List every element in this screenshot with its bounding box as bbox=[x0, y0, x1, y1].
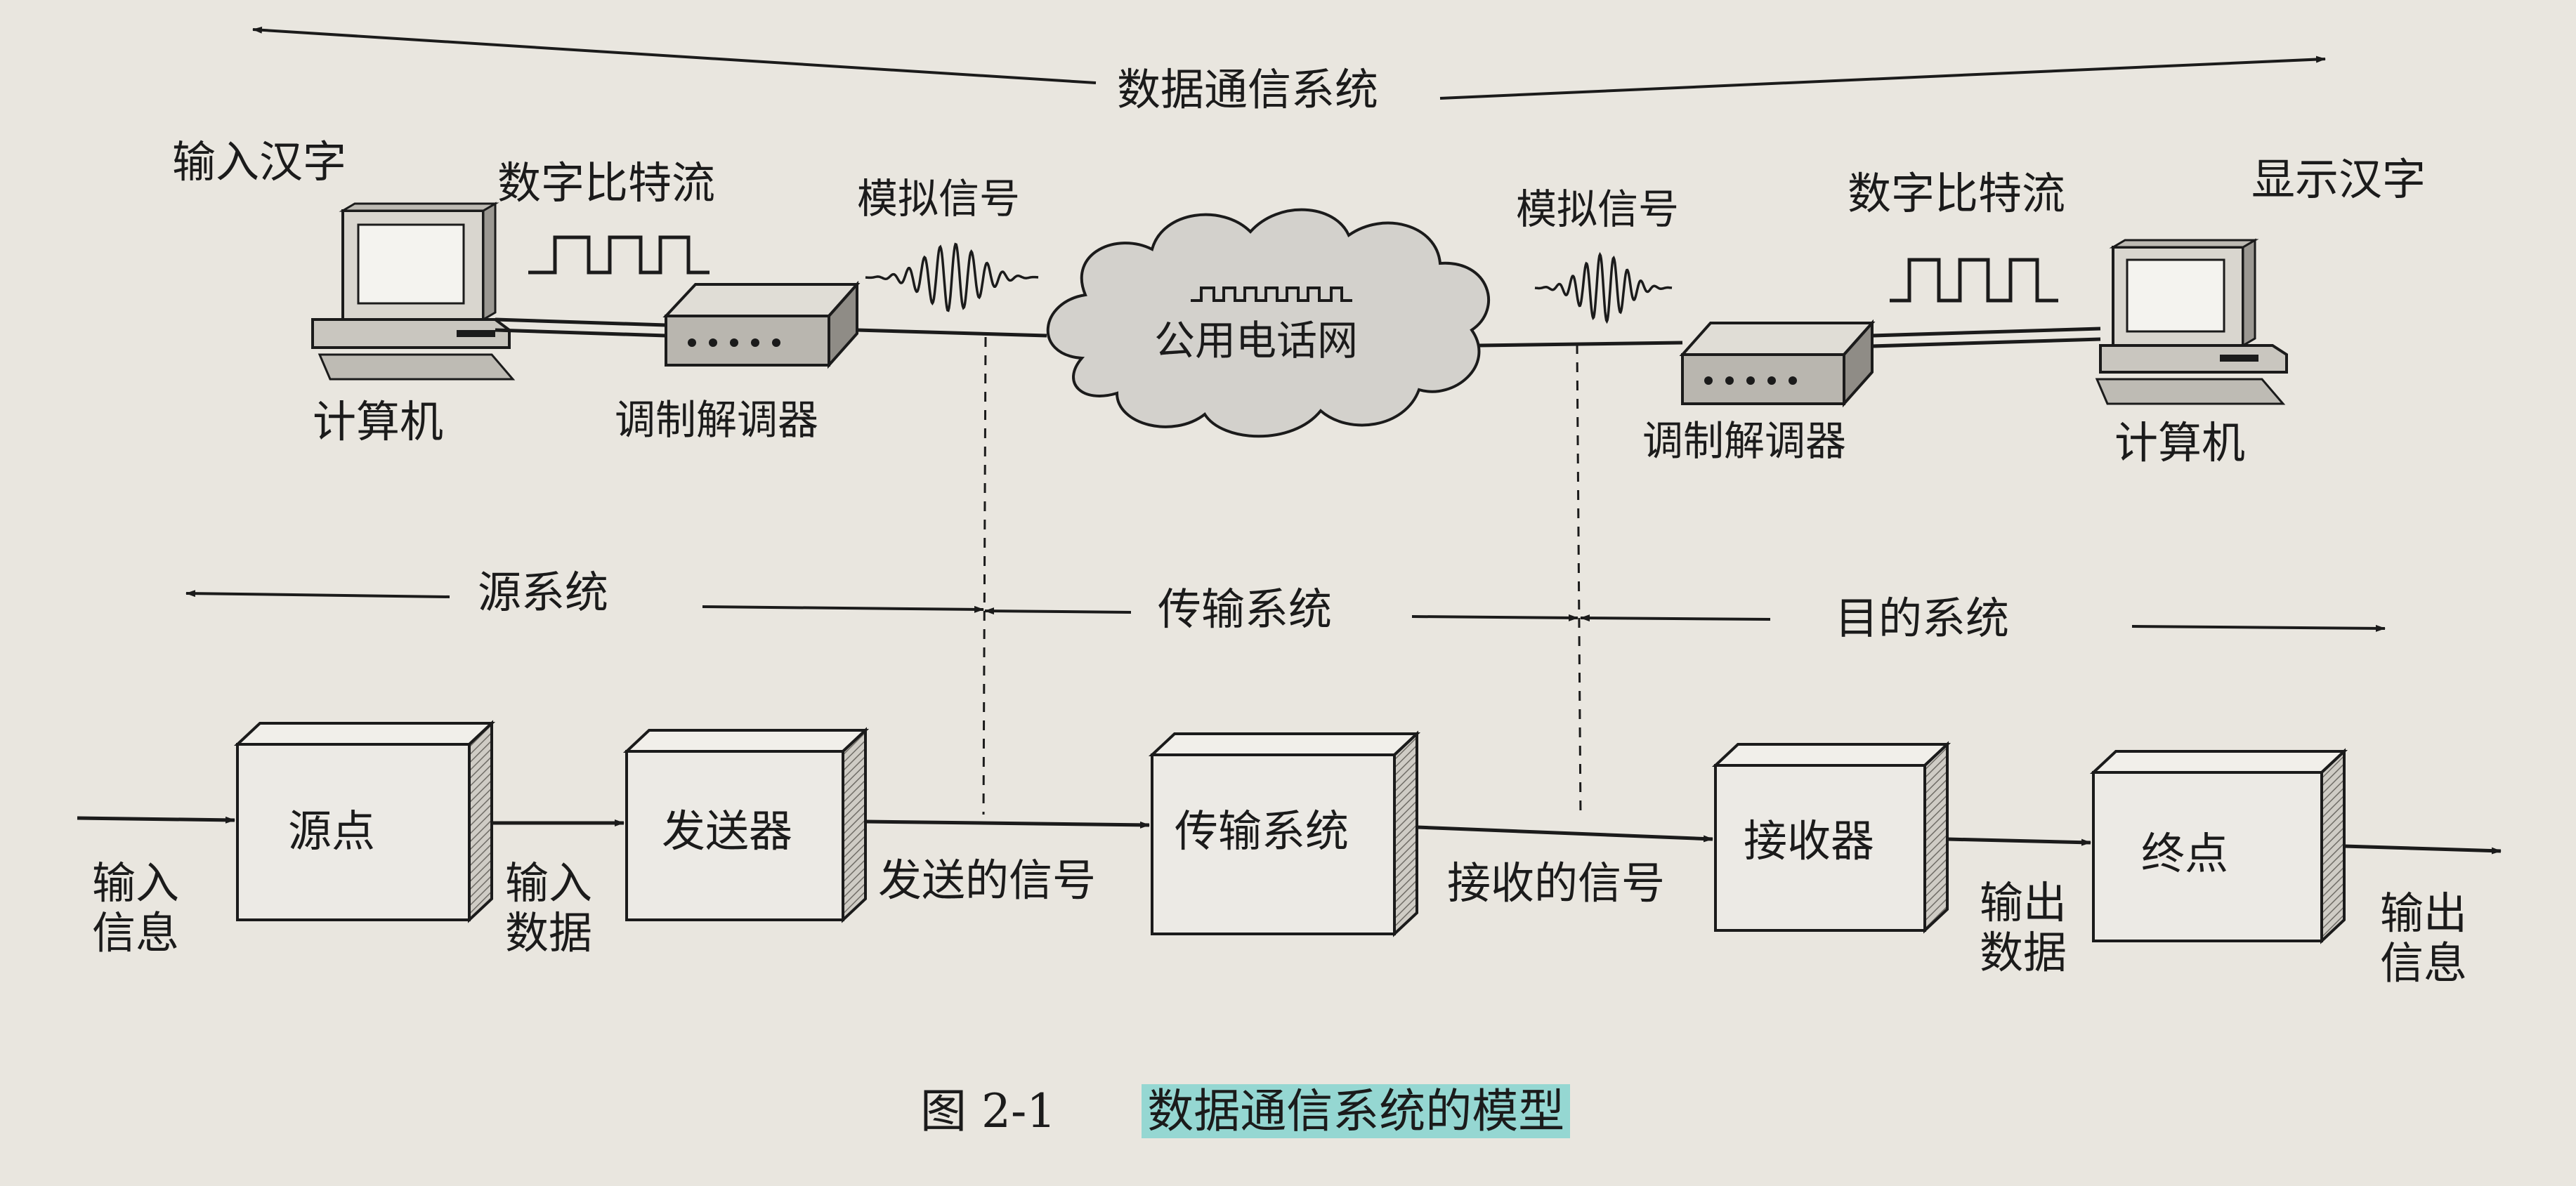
right-phone-line bbox=[1478, 341, 1683, 348]
right-modem-icon bbox=[1679, 319, 1876, 408]
label-left-bitstream: 数字比特流 bbox=[497, 157, 716, 209]
figure-caption: 图 2-1 数据通信系统的模型 bbox=[920, 1084, 1571, 1138]
label-right-computer: 计算机 bbox=[2114, 417, 2246, 468]
flow-input-info: 输入 信息 bbox=[83, 858, 188, 958]
flow-arrows bbox=[77, 816, 2502, 855]
label-left-computer: 计算机 bbox=[313, 396, 444, 447]
flow-sent-signal: 发送的信号 bbox=[878, 855, 1097, 906]
flow-input-data: 输入 数据 bbox=[496, 858, 601, 958]
flow-input-info-line2: 信息 bbox=[91, 907, 179, 959]
block-source-point-box bbox=[233, 720, 496, 923]
system-span-arrow bbox=[252, 26, 2326, 100]
block-transmitter-box bbox=[622, 727, 870, 923]
block-transmission-system: 传输系统 bbox=[1175, 805, 1349, 857]
flow-output-info: 输出 信息 bbox=[2371, 888, 2476, 989]
label-display-chars: 显示汉字 bbox=[2251, 154, 2426, 205]
label-right-analog: 模拟信号 bbox=[1516, 185, 1680, 233]
block-receiver-box bbox=[1711, 741, 1951, 934]
section-source-system: 源系统 bbox=[478, 567, 609, 618]
system-title: 数据通信系统 bbox=[1117, 64, 1379, 115]
left-analog-wave bbox=[865, 242, 1039, 312]
section-destination-system: 目的系统 bbox=[1835, 593, 2010, 644]
block-end-point-box bbox=[2089, 748, 2348, 944]
label-network: 公用电话网 bbox=[1154, 317, 1359, 364]
label-left-modem: 调制解调器 bbox=[615, 396, 819, 444]
flow-received-signal: 接收的信号 bbox=[1447, 857, 1666, 909]
caption-number: 图 2-1 bbox=[920, 1084, 1057, 1138]
block-receiver: 接收器 bbox=[1744, 815, 1875, 867]
left-bitstream-wave bbox=[528, 235, 710, 275]
label-left-analog: 模拟信号 bbox=[857, 175, 1021, 223]
right-computer-icon bbox=[2095, 238, 2288, 405]
right-serial-cable bbox=[1871, 327, 2101, 348]
left-modem-icon bbox=[662, 280, 861, 369]
flow-input-data-line1: 输入 bbox=[504, 857, 592, 909]
flow-input-info-line1: 输入 bbox=[91, 857, 179, 909]
phone-network-cloud bbox=[1046, 208, 1490, 438]
flow-input-data-line2: 数据 bbox=[504, 907, 592, 959]
caption-title: 数据通信系统的模型 bbox=[1142, 1084, 1571, 1138]
left-phone-line bbox=[856, 328, 1047, 338]
left-boundary-dashed bbox=[982, 336, 987, 815]
block-transmitter: 发送器 bbox=[662, 805, 793, 857]
block-end-point: 终点 bbox=[2141, 828, 2229, 879]
left-serial-cable bbox=[495, 317, 667, 338]
block-transmission-box bbox=[1148, 730, 1421, 937]
right-bitstream-wave bbox=[1890, 258, 2058, 303]
section-span-arrows bbox=[185, 590, 2386, 632]
section-transmission-system: 传输系统 bbox=[1158, 584, 1333, 635]
flow-output-info-line1: 输出 bbox=[2379, 888, 2467, 939]
left-computer-icon bbox=[311, 202, 516, 381]
label-right-bitstream: 数字比特流 bbox=[1848, 168, 2066, 219]
label-right-modem: 调制解调器 bbox=[1642, 417, 1847, 465]
right-boundary-dashed bbox=[1576, 343, 1582, 819]
block-source-point: 源点 bbox=[288, 805, 376, 857]
label-input-chars: 输入汉字 bbox=[172, 136, 347, 187]
right-analog-wave bbox=[1534, 251, 1673, 324]
flow-output-data-line2: 数据 bbox=[1979, 927, 2067, 979]
flow-output-info-line2: 信息 bbox=[2379, 937, 2467, 989]
flow-output-data: 输出 数据 bbox=[1970, 878, 2076, 978]
flow-output-data-line1: 输出 bbox=[1979, 877, 2067, 928]
